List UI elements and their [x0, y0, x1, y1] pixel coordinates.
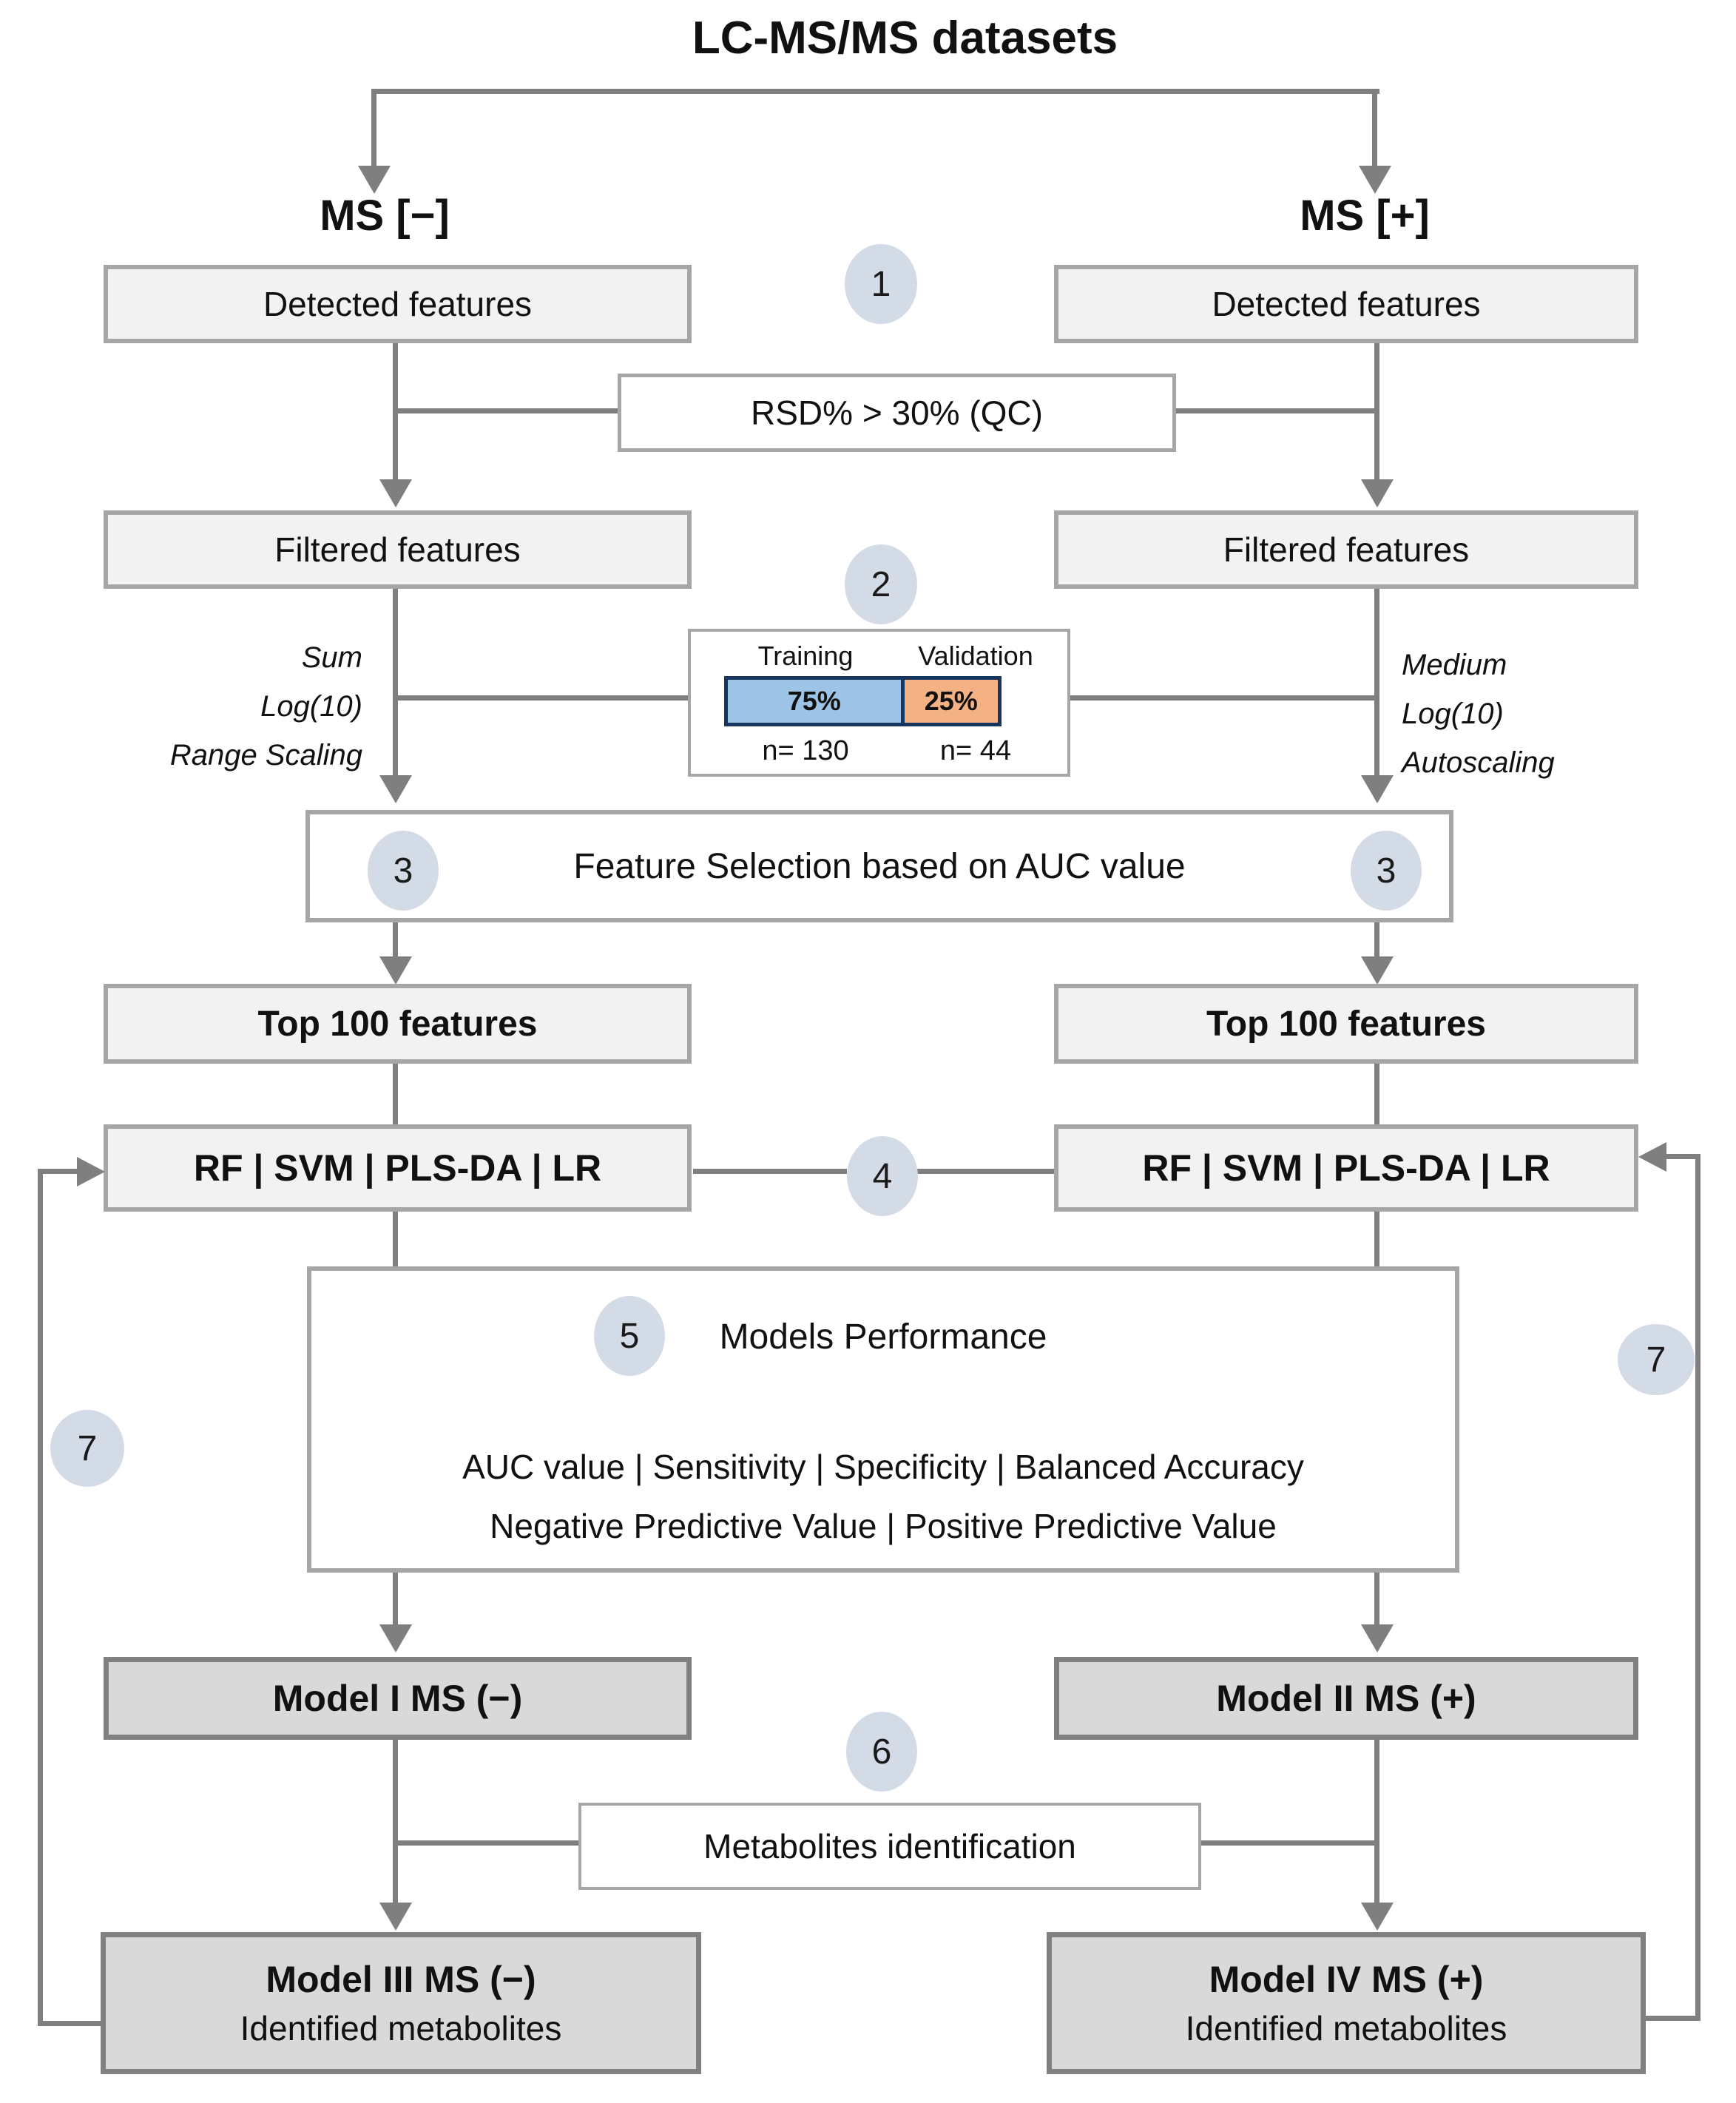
- connector-classifiers-performance-positive: [1374, 1212, 1379, 1268]
- connector-identification-right: [1201, 1840, 1374, 1846]
- connector-detected-filtered-negative: [393, 343, 398, 481]
- connector-feedback-bottom-negative: [38, 2021, 101, 2026]
- model-1-box: Model I MS (−): [104, 1657, 692, 1740]
- model-3-subtitle: Identified metabolites: [240, 2008, 562, 2048]
- arrow-down-icon: [1361, 1624, 1394, 1653]
- training-label: Training: [757, 641, 854, 671]
- step-badge-3-negative: 3: [368, 831, 439, 911]
- connector-feedback-bottom-positive: [1646, 2016, 1700, 2021]
- arrow-right-icon: [77, 1157, 105, 1186]
- connector-detected-filtered-positive: [1374, 343, 1379, 481]
- branch-header-positive: MS [+]: [1300, 192, 1430, 240]
- step-badge-7-negative: 7: [50, 1410, 124, 1487]
- model-4-title: Model IV MS (+): [1209, 1959, 1484, 2001]
- performance-metrics-line1: AUC value | Sensitivity | Specificity | …: [462, 1448, 1304, 1486]
- connector-rsd-left: [398, 408, 618, 413]
- train-validation-split-box: Training Validation 75% 25% n= 130 n= 44: [688, 629, 1070, 777]
- connector-classifiers-performance-negative: [393, 1212, 398, 1268]
- page-title: LC-MS/MS datasets: [692, 13, 1118, 64]
- model-4-box: Model IV MS (+) Identified metabolites: [1047, 1932, 1646, 2074]
- connector-filtered-selection-positive: [1374, 589, 1379, 777]
- arrow-down-icon: [1361, 1903, 1394, 1931]
- scaling-note-line: Log(10): [1402, 698, 1504, 730]
- step-badge-6: 6: [846, 1712, 917, 1792]
- step-badge-4: 4: [847, 1136, 918, 1216]
- arrow-down-icon: [1359, 166, 1391, 194]
- connector-split-right: [1070, 695, 1374, 701]
- step-badge-1: 1: [845, 244, 917, 324]
- metabolites-identification-box: Metabolites identification: [578, 1803, 1201, 1890]
- step-badge-5: 5: [594, 1296, 665, 1376]
- connector-feedback-into-classifiers-positive: [1665, 1154, 1700, 1159]
- filtered-features-box-positive: Filtered features: [1054, 510, 1638, 589]
- scaling-note-negative: Sum Log(10) Range Scaling: [111, 633, 362, 780]
- arrow-down-icon: [379, 1903, 412, 1931]
- model-3-box: Model III MS (−) Identified metabolites: [101, 1932, 701, 2074]
- arrow-down-icon: [1361, 956, 1394, 985]
- scaling-note-line: Log(10): [260, 690, 362, 723]
- step-badge-3-positive: 3: [1351, 831, 1422, 911]
- connector-feedback-vertical-negative: [38, 1172, 43, 2026]
- arrow-down-icon: [379, 479, 412, 507]
- connector-rsd-right: [1176, 408, 1374, 413]
- top100-box-negative: Top 100 features: [104, 984, 692, 1064]
- scaling-note-positive: Medium Log(10) Autoscaling: [1402, 641, 1712, 787]
- classifiers-box-positive: RF | SVM | PLS-DA | LR: [1054, 1124, 1638, 1212]
- training-n-label: n= 130: [762, 735, 849, 766]
- top100-box-positive: Top 100 features: [1054, 984, 1638, 1064]
- connector-feedback-into-classifiers-negative: [38, 1169, 78, 1174]
- models-performance-box: 5 Models Performance AUC value | Sensiti…: [307, 1266, 1459, 1573]
- connector-selection-top100-positive: [1374, 922, 1379, 958]
- arrow-down-icon: [1361, 479, 1394, 507]
- step-badge-7-positive: 7: [1618, 1324, 1695, 1395]
- scaling-note-line: Medium: [1402, 649, 1507, 681]
- training-segment: 75%: [728, 680, 901, 723]
- connector-feedback-vertical-positive: [1695, 1154, 1700, 2021]
- connector-top100-classifiers-negative: [393, 1064, 398, 1124]
- connector-model1-model3: [393, 1740, 398, 1904]
- detected-features-box-negative: Detected features: [104, 265, 692, 343]
- classifiers-box-negative: RF | SVM | PLS-DA | LR: [104, 1124, 692, 1212]
- connector-selection-top100-negative: [393, 922, 398, 958]
- arrow-down-icon: [379, 775, 412, 803]
- validation-label: Validation: [918, 641, 1033, 671]
- arrow-down-icon: [1361, 775, 1394, 803]
- feature-selection-box: 3 Feature Selection based on AUC value 3: [305, 810, 1453, 922]
- scaling-note-line: Range Scaling: [169, 739, 362, 772]
- filtered-features-box-negative: Filtered features: [104, 510, 692, 589]
- connector-split-left: [398, 695, 688, 701]
- arrow-down-icon: [358, 166, 391, 194]
- arrow-down-icon: [379, 956, 412, 985]
- connector-performance-model1: [393, 1573, 398, 1626]
- connector-model2-model4: [1374, 1740, 1379, 1904]
- connector-performance-model2: [1374, 1573, 1379, 1626]
- step-badge-2: 2: [845, 544, 917, 624]
- connector-identification-left: [398, 1840, 578, 1846]
- split-bar: 75% 25%: [724, 676, 1002, 726]
- connector-filtered-selection-negative: [393, 589, 398, 777]
- connector-top-right-stub: [1372, 89, 1377, 167]
- arrow-down-icon: [379, 1624, 412, 1653]
- model-3-title: Model III MS (−): [266, 1959, 536, 2001]
- performance-metrics-line2: Negative Predictive Value | Positive Pre…: [490, 1507, 1277, 1545]
- model-2-box: Model II MS (+): [1054, 1657, 1638, 1740]
- scaling-note-line: Sum: [301, 641, 362, 674]
- connector-top-left-stub: [371, 89, 376, 167]
- scaling-note-line: Autoscaling: [1402, 746, 1555, 779]
- connector-top100-classifiers-positive: [1374, 1064, 1379, 1124]
- models-performance-title: Models Performance: [719, 1317, 1047, 1357]
- arrow-left-icon: [1638, 1142, 1666, 1172]
- qc-filter-box: RSD% > 30% (QC): [618, 374, 1176, 452]
- connector-classifiers-badge4-right: [917, 1169, 1054, 1174]
- validation-n-label: n= 44: [939, 735, 1012, 766]
- connector-classifiers-badge4-left: [693, 1169, 847, 1174]
- feature-selection-label: Feature Selection based on AUC value: [573, 846, 1186, 886]
- validation-segment: 25%: [900, 680, 998, 723]
- model-4-subtitle: Identified metabolites: [1185, 2008, 1507, 2048]
- detected-features-box-positive: Detected features: [1054, 265, 1638, 343]
- branch-header-negative: MS [−]: [320, 192, 450, 240]
- connector-top-bracket: [374, 89, 1379, 94]
